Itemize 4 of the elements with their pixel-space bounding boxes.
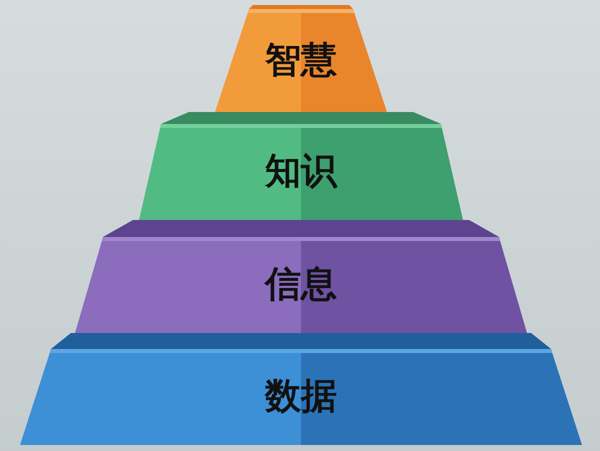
tier-label: 数据 xyxy=(265,379,337,415)
tier-label: 智慧 xyxy=(265,42,337,78)
tier-label: 知识 xyxy=(265,154,337,190)
tier-label: 信息 xyxy=(265,267,337,303)
